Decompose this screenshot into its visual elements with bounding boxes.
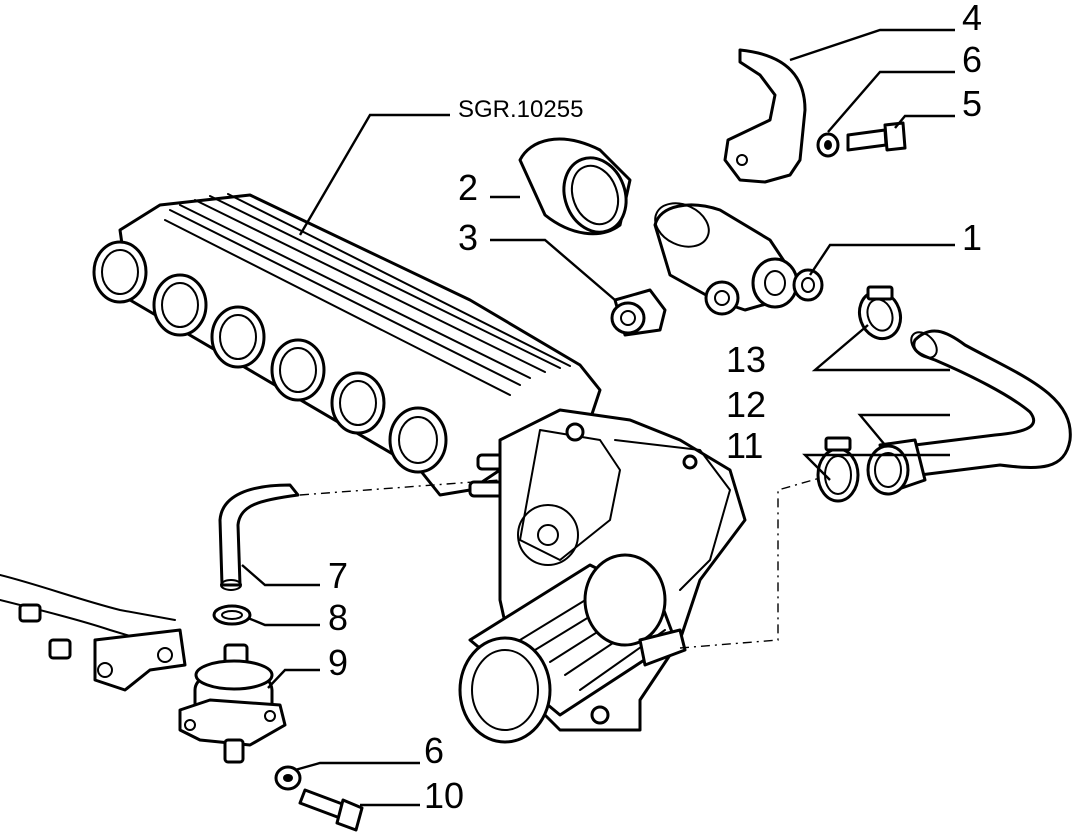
part-10-bolt [298,788,364,832]
callout-1: 1 [962,217,982,258]
alignment-lines [299,477,821,649]
part-12-hose-end [866,438,927,496]
part-7-vacuum-hose [218,483,300,591]
callout-4: 4 [962,0,982,38]
part-6-washer-bottom [274,765,302,791]
throttle-inlet-bellows [458,553,677,744]
callout-9: 9 [328,642,348,683]
callout-5: 5 [962,83,982,124]
callout-10: 10 [424,775,464,816]
part-9-pressure-regulator [178,643,287,764]
callout-8: 8 [328,597,348,638]
fuel-rail [0,574,187,692]
part-1-idle-air-valve [653,202,824,316]
callout-7: 7 [328,555,348,596]
callout-12: 12 [726,384,766,425]
part-5-bolt [846,121,907,152]
callout-6-top: 6 [962,39,982,80]
callout-6-bottom: 6 [424,730,444,771]
part-3-grommet [610,288,667,337]
air-hose [910,329,1072,477]
callout-11: 11 [726,425,763,466]
part-8-spring-clip [212,604,252,626]
part-4-bracket [723,48,807,184]
part-6-washer-top [816,132,840,158]
callout-13: 13 [726,339,766,380]
part-13-hose-clamp [857,285,903,341]
part-11-hose-clamp [816,436,860,503]
reference-code: SGR.10255 [458,96,583,123]
callout-2: 2 [458,167,478,208]
leader-lines [241,28,955,807]
throttle-body [458,408,747,744]
callout-3: 3 [458,217,478,258]
part-2-sleeve [518,137,632,236]
intake-manifold [92,193,602,498]
